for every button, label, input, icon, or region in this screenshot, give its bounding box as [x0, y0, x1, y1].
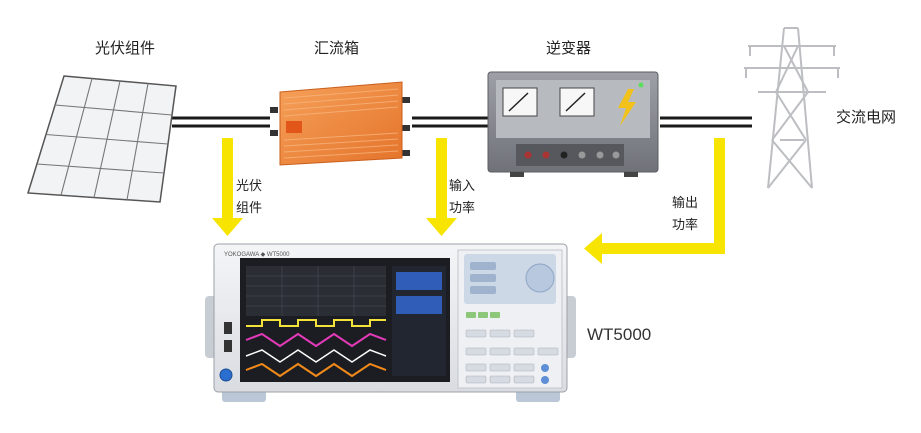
input-power-line2: 功率 [449, 201, 476, 216]
instrument-model-label: WT5000 [587, 325, 652, 344]
pv-arrow-label: 光伏 组件 [236, 176, 262, 220]
output-power-line2: 功率 [672, 218, 699, 233]
combiner-box [270, 81, 410, 166]
brand-text: YOKOGAWA ◆ WT5000 [224, 252, 290, 258]
ac-grid-label: 交流电网 [836, 108, 897, 126]
input-arrow-head [426, 218, 457, 236]
input-power-label: 输入 功率 [449, 176, 475, 220]
output-arrow-head [584, 233, 602, 264]
power-analyzer: YOKOGAWA ◆ WT5000 [205, 243, 576, 402]
output-arrow-shaft-v [714, 138, 725, 254]
cables [172, 116, 752, 128]
output-arrow-shaft-h [600, 243, 725, 254]
pv-arrow-shaft [222, 138, 233, 220]
pv-module-panel [27, 75, 177, 203]
pv-arrow-label-line2: 组件 [236, 201, 263, 216]
pv-arrow-head [212, 218, 243, 236]
pv-arrow-label-line1: 光伏 [236, 179, 263, 194]
inverter-unit [487, 71, 659, 177]
output-power-label: 输出 功率 [672, 193, 698, 237]
input-arrow-shaft [436, 138, 447, 220]
input-power-line1: 输入 [449, 179, 476, 194]
inverter-label: 逆变器 [546, 39, 592, 57]
pv-module-label: 光伏组件 [95, 39, 156, 57]
transmission-tower [744, 27, 840, 189]
output-power-line1: 输出 [672, 196, 699, 211]
combiner-box-label: 汇流箱 [314, 39, 360, 57]
power-arrows [212, 138, 725, 264]
